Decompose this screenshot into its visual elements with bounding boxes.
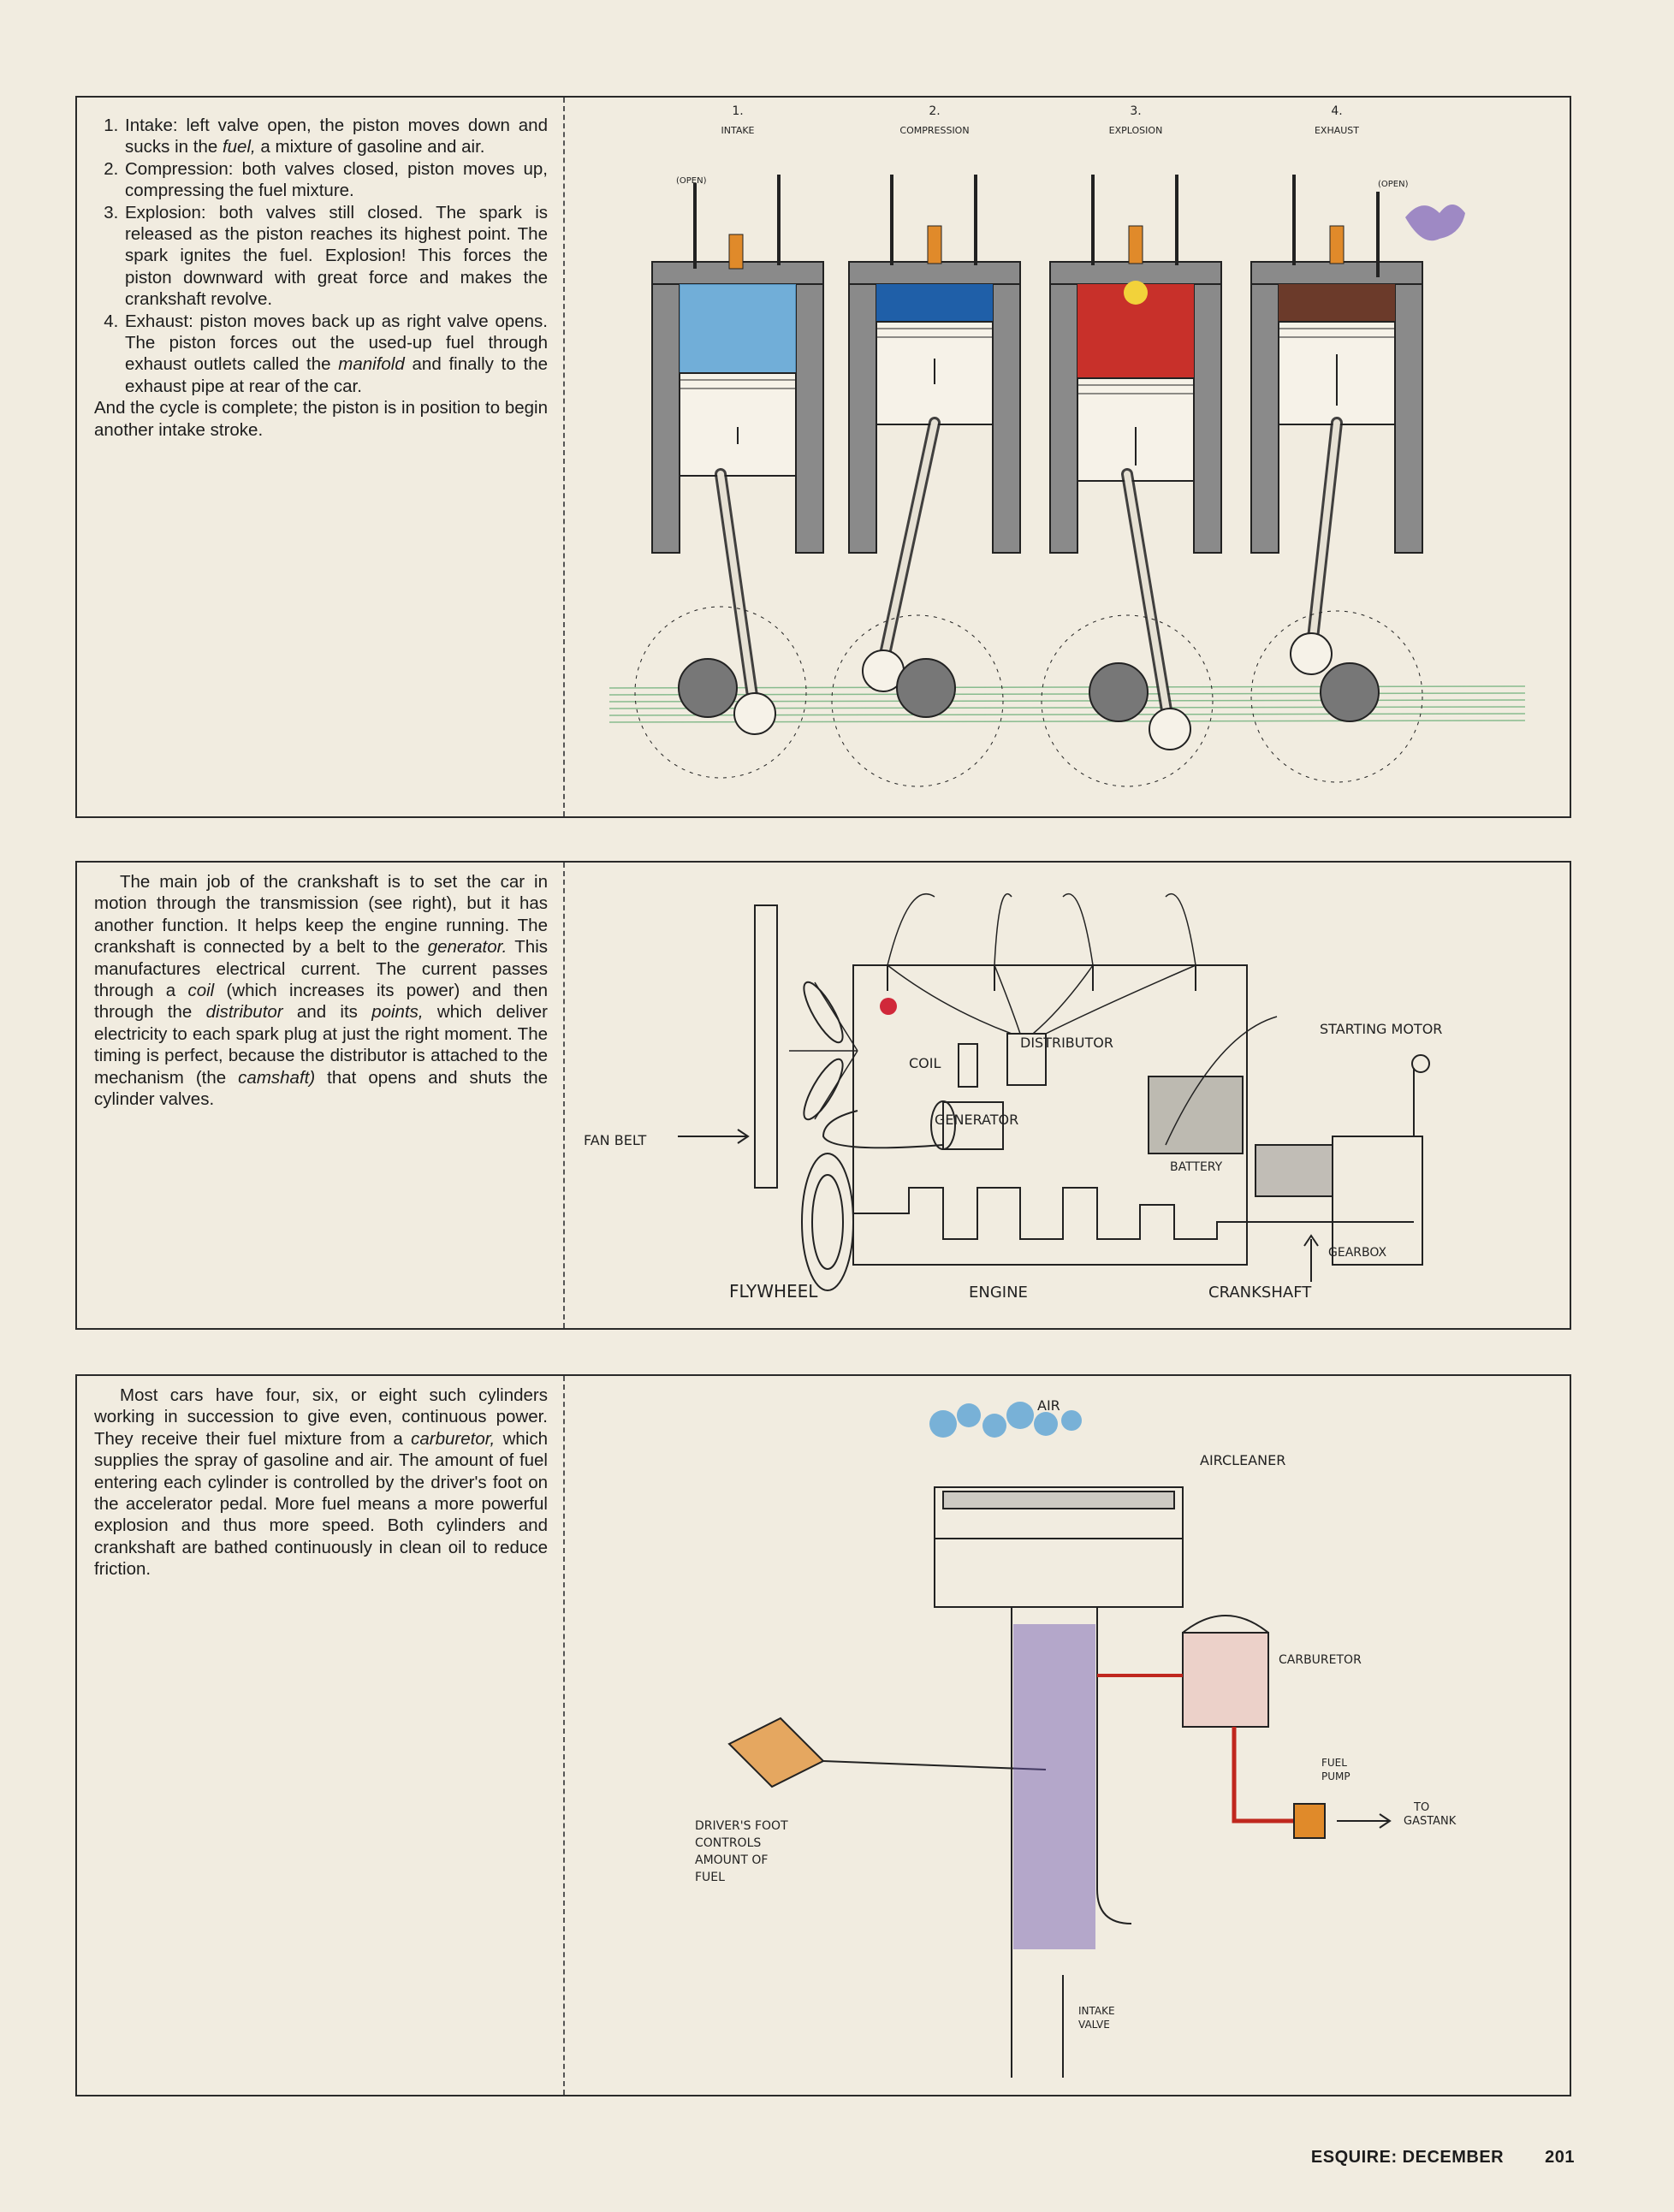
cycle-closing: And the cycle is complete; the piston is… <box>94 398 548 440</box>
label-to-gastank-2: GASTANK <box>1404 1815 1457 1828</box>
open-label: (OPEN) <box>1378 180 1409 189</box>
carburetor-paragraph: Most cars have four, six, or eight such … <box>94 1385 548 1580</box>
fuel-system-diagram: AIR AIRCLEANER CARBURETOR FUEL PUMP TO <box>695 1397 1457 2078</box>
step-item: Explosion: both valves still closed. The… <box>123 202 548 311</box>
spark-plug <box>1329 225 1345 264</box>
label-intake-valve-2: VALVE <box>1078 2019 1110 2031</box>
four-stroke-diagram: 1. INTAKE (OPEN) 2. COMPRESSION <box>608 104 1526 787</box>
page-number: 201 <box>1545 2148 1575 2167</box>
spark-plug <box>927 225 942 264</box>
label-to-gastank-1: TO <box>1413 1801 1429 1814</box>
step-text: left valve open, the piston moves down a… <box>125 116 548 157</box>
exhaust-gas <box>1279 284 1395 322</box>
spark-plug <box>728 234 744 270</box>
label-drivers-foot-2: CONTROLS <box>695 1836 761 1850</box>
step-label: Explosion: <box>125 202 219 222</box>
label-intake-valve-1: INTAKE <box>1078 2005 1115 2017</box>
page-footer: ESQUIRE: DECEMBER 201 <box>1311 2148 1575 2168</box>
step-item: Intake: left valve open, the piston move… <box>123 115 548 158</box>
label-air-cleaner: AIRCLEANER <box>1200 1452 1285 1468</box>
step-item: Compression: both valves closed, piston … <box>123 158 548 202</box>
stage-label: INTAKE <box>721 125 754 136</box>
open-label: (OPEN) <box>676 176 707 186</box>
stage-exhaust: 4. EXHAUST (OPEN) <box>1250 104 1465 783</box>
fuel-charge <box>680 284 796 378</box>
label-generator: GENERATOR <box>935 1112 1018 1128</box>
column-divider <box>563 1376 565 2095</box>
column-divider <box>563 98 565 816</box>
label-fuel-pump-2: PUMP <box>1321 1770 1350 1782</box>
compressed-charge <box>876 284 993 322</box>
label-fan-belt: FAN BELT <box>584 1132 647 1148</box>
label-starting-motor: STARTING MOTOR <box>1320 1021 1442 1037</box>
label-distributor: DISTRIBUTOR <box>1020 1035 1113 1051</box>
fuel-mixture <box>1013 1624 1095 1949</box>
label-drivers-foot-3: AMOUNT OF <box>695 1853 768 1867</box>
stage-label: EXPLOSION <box>1109 125 1163 136</box>
stage-explosion: 3. EXPLOSION <box>1041 104 1222 787</box>
column-divider <box>563 863 565 1328</box>
label-flywheel: FLYWHEEL <box>729 1281 818 1302</box>
stage-compression: 2. COMPRESSION <box>831 104 1021 787</box>
stage-intake: 1. INTAKE (OPEN) <box>634 104 824 779</box>
label-crankshaft: CRANKSHAFT <box>1208 1284 1312 1302</box>
crankshaft-paragraph: The main job of the crankshaft is to set… <box>94 872 548 1110</box>
label-gearbox: GEARBOX <box>1328 1246 1386 1260</box>
step-item: Exhaust: piston moves back up as right v… <box>123 311 548 398</box>
step-text: and finally to the exhaust pipe at rear … <box>125 354 548 396</box>
step-text: both valves closed, piston moves up, com… <box>125 158 548 201</box>
label-drivers-foot-4: FUEL <box>695 1871 725 1884</box>
cycle-steps-text: Intake: left valve open, the piston move… <box>94 115 548 441</box>
crankshaft-text: The main job of the crankshaft is to set… <box>94 871 548 1110</box>
label-fuel-pump-1: FUEL <box>1321 1757 1347 1769</box>
label-battery: BATTERY <box>1170 1160 1223 1174</box>
stage-label: COMPRESSION <box>899 125 969 136</box>
panel-four-stroke-cycle: Intake: left valve open, the piston move… <box>75 96 1571 818</box>
step-text: piston moves back up as right valve open… <box>125 311 548 375</box>
step-emphasis: fuel, <box>222 137 256 157</box>
stage-number: 3. <box>1130 104 1141 118</box>
step-text: both valves still closed. The spark is r… <box>125 202 548 310</box>
magazine-name: ESQUIRE: DECEMBER <box>1310 2148 1505 2167</box>
label-engine: ENGINE <box>969 1284 1028 1302</box>
stage-number: 1. <box>732 104 743 118</box>
piston <box>679 372 797 477</box>
label-carburetor: CARBURETOR <box>1279 1653 1362 1667</box>
carburetor-text: Most cars have four, six, or eight such … <box>94 1385 548 1580</box>
stage-label: EXHAUST <box>1315 125 1359 136</box>
step-label: Compression: <box>125 158 242 179</box>
step-label: Intake: <box>125 116 187 135</box>
step-label: Exhaust: <box>125 311 200 331</box>
label-air: AIR <box>1037 1397 1060 1414</box>
label-coil: COIL <box>909 1055 941 1071</box>
stage-number: 4. <box>1331 104 1342 118</box>
step-text: a mixture of gasoline and air. <box>255 137 485 157</box>
step-emphasis: manifold <box>338 354 405 375</box>
cycle-step-list: Intake: left valve open, the piston move… <box>94 115 548 397</box>
spark-plug <box>1128 225 1143 264</box>
panel-carburetor: Most cars have four, six, or eight such … <box>75 1374 1571 2096</box>
label-drivers-foot-1: DRIVER'S FOOT <box>695 1819 788 1833</box>
stage-number: 2. <box>929 104 940 118</box>
electrical-system-diagram: DISTRIBUTOR COIL STARTING MOTOR FAN BELT… <box>584 893 1442 1302</box>
panel-crankshaft: The main job of the crankshaft is to set… <box>75 861 1571 1330</box>
fuel-pump <box>1293 1803 1326 1839</box>
